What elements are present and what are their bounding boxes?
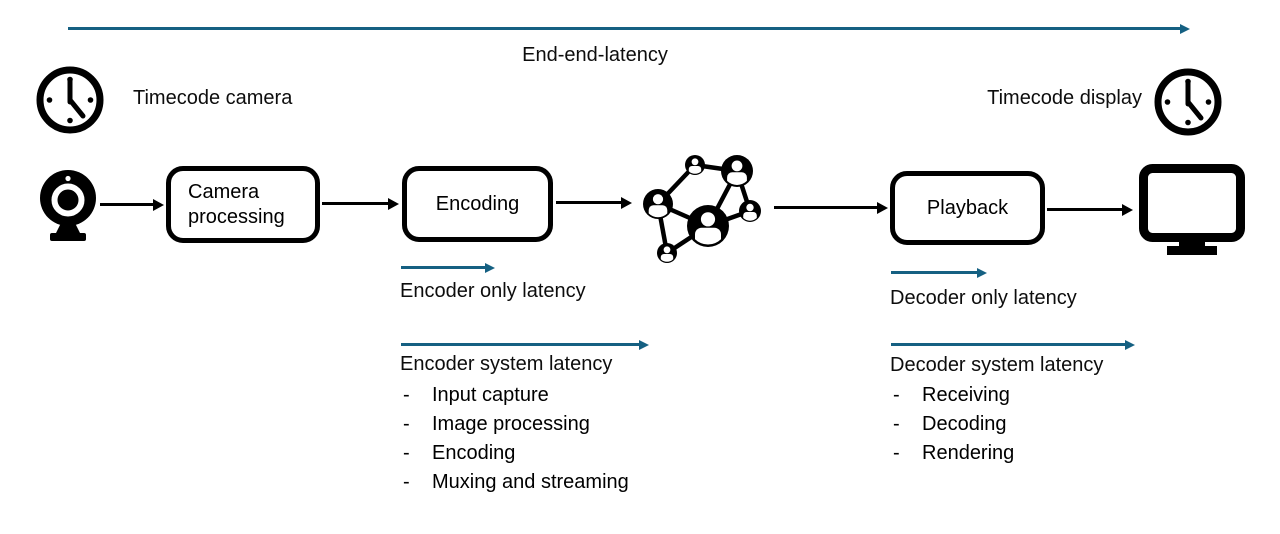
network-icon [643, 155, 761, 263]
camera-processing-box: Camera processing [166, 166, 320, 243]
list-item: -Rendering [893, 439, 1014, 468]
list-item-label: Decoding [922, 413, 1007, 435]
flow-arrow-playback-to-display [1047, 208, 1122, 211]
decoder-system-latency-arrow [891, 343, 1125, 346]
flow-arrow-processing-to-encoding [322, 202, 388, 205]
encoder-system-latency-label: Encoder system latency [400, 353, 613, 375]
bullet-dash: - [893, 384, 900, 406]
decoder-only-latency-label: Decoder only latency [890, 287, 1077, 309]
playback-label: Playback [926, 196, 1009, 219]
webcam-icon [40, 170, 96, 241]
bullet-dash: - [403, 384, 410, 406]
list-item: -Decoding [893, 410, 1014, 439]
camera-processing-label: Camera processing [188, 180, 285, 228]
bullet-dash: - [403, 442, 410, 464]
list-item-label: Rendering [922, 442, 1015, 464]
list-item-label: Input capture [432, 384, 549, 406]
bullet-dash: - [893, 413, 900, 435]
encoder-only-latency-label: Encoder only latency [400, 280, 586, 302]
bullet-dash: - [403, 413, 410, 435]
encoder-system-latency-list: -Input capture -Image processing -Encodi… [403, 381, 629, 497]
decoder-system-latency-list: -Receiving -Decoding -Rendering [893, 381, 1014, 468]
timecode-camera-label: Timecode camera [133, 87, 293, 109]
list-item-label: Image processing [432, 413, 590, 435]
flow-arrow-encoding-to-network [556, 201, 621, 204]
monitor-icon [1139, 164, 1245, 255]
list-item: -Image processing [403, 410, 629, 439]
decoder-system-latency-label: Decoder system latency [890, 354, 1104, 376]
bullet-dash: - [893, 442, 900, 464]
clock-icon [36, 66, 104, 134]
flow-arrow-camera-to-processing [100, 203, 153, 206]
flow-arrow-network-to-playback [774, 206, 877, 209]
decoder-only-latency-arrow [891, 271, 977, 274]
list-item-label: Encoding [432, 442, 516, 464]
encoder-system-latency-arrow [401, 343, 639, 346]
list-item-label: Muxing and streaming [432, 471, 629, 493]
list-item: -Muxing and streaming [403, 468, 629, 497]
list-item: -Encoding [403, 439, 629, 468]
bullet-dash: - [403, 471, 410, 493]
list-item: -Input capture [403, 381, 629, 410]
end-to-end-latency-arrow [68, 27, 1180, 30]
encoding-label: Encoding [435, 192, 520, 215]
clock-icon [1154, 68, 1222, 136]
playback-box: Playback [890, 171, 1045, 245]
encoder-only-latency-arrow [401, 266, 485, 269]
list-item: -Receiving [893, 381, 1014, 410]
list-item-label: Receiving [922, 384, 1010, 406]
timecode-display-label: Timecode display [987, 87, 1142, 109]
encoding-box: Encoding [402, 166, 553, 242]
end-to-end-latency-label: End-end-latency [522, 44, 668, 66]
